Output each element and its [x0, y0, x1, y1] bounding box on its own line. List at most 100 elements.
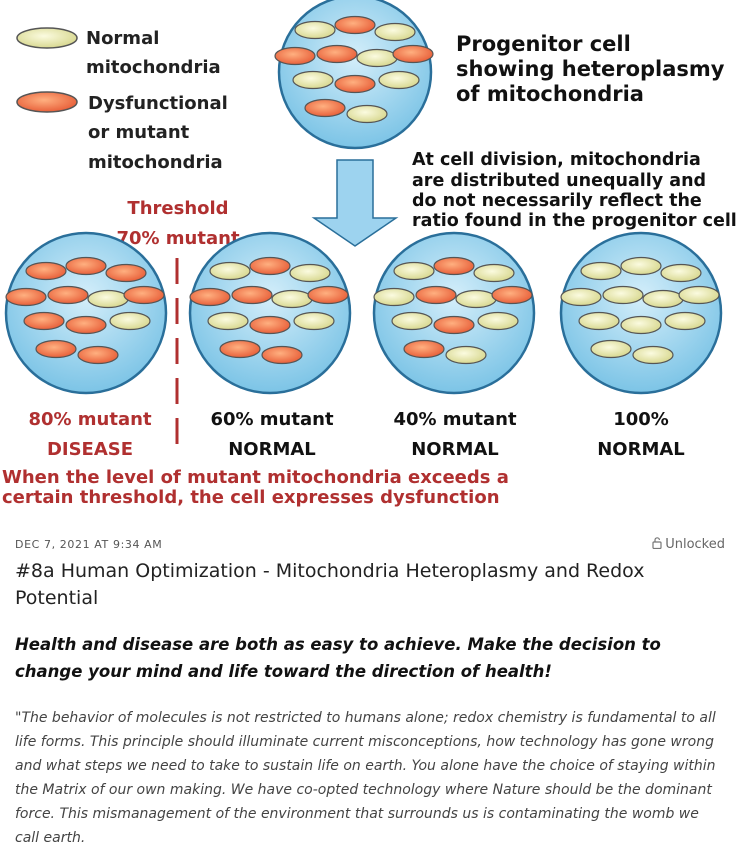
cell-4-normal-mitochondrion	[578, 311, 620, 331]
daughter-cell-2	[188, 231, 352, 395]
cell-1-mutant-mitochondrion	[5, 287, 47, 307]
cell-1-status: DISEASE	[47, 439, 133, 460]
cell-3-normal-mitochondrion	[477, 311, 519, 331]
progenitor-normal-mitochondrion	[356, 48, 398, 68]
progenitor-mutant-mitochondrion	[316, 44, 358, 64]
cell-2-normal-mitochondrion	[289, 263, 331, 283]
cell-2-mutant-mitochondrion	[261, 345, 303, 365]
division-text-4: ratio found in the progenitor cell	[412, 211, 737, 231]
cell-4-normal-mitochondrion	[590, 339, 632, 359]
cell-4-normal-mitochondrion	[660, 263, 702, 283]
cell-4-normal-mitochondrion	[620, 256, 662, 276]
legend: Normal mitochondria Dysfunctional or mut…	[16, 27, 228, 173]
post-meta: DEC 7, 2021 AT 9:34 AM Unlocked	[15, 537, 725, 552]
legend-normal-label: Normal	[86, 28, 159, 49]
cell-2-percent: 60% mutant	[210, 409, 333, 430]
cell-3-mutant-mitochondrion	[433, 315, 475, 335]
post-body-quote: "The behavior of molecules is not restri…	[15, 710, 716, 846]
progenitor-mutant-mitochondrion	[274, 46, 316, 66]
cell-1-normal-mitochondrion	[87, 289, 129, 309]
cell-2-normal-mitochondrion	[209, 261, 251, 281]
cell-1-mutant-mitochondrion	[77, 345, 119, 365]
conclusion-line-2: certain threshold, the cell expresses dy…	[2, 487, 500, 508]
cell-2-status: NORMAL	[228, 439, 316, 460]
cell-4-normal-mitochondrion	[664, 311, 706, 331]
unlock-icon	[652, 537, 662, 550]
division-text-1: At cell division, mitochondria	[412, 150, 701, 170]
progenitor-mutant-mitochondrion	[392, 44, 434, 64]
cell-3-normal-mitochondrion	[391, 311, 433, 331]
cell-2-mutant-mitochondrion	[249, 315, 291, 335]
cell-2-normal-mitochondrion	[293, 311, 335, 331]
cell-3-percent: 40% mutant	[393, 409, 516, 430]
daughter-cell-3	[372, 231, 536, 395]
cell-3-normal-mitochondrion	[445, 345, 487, 365]
cell-4-normal-mitochondrion	[678, 285, 720, 305]
progenitor-label-2: showing heteroplasmy	[456, 57, 725, 81]
progenitor-cell	[274, 0, 434, 150]
cell-2-mutant-mitochondrion	[219, 339, 261, 359]
threshold-value: 70% mutant	[116, 228, 239, 249]
cell-1-mutant-mitochondrion	[123, 285, 165, 305]
cell-4-status: NORMAL	[597, 439, 685, 460]
division-arrow-icon	[311, 159, 399, 247]
daughter-cell-4	[559, 231, 723, 395]
progenitor-normal-mitochondrion	[294, 20, 336, 40]
daughter-cell-1	[4, 231, 168, 395]
cell-1-mutant-mitochondrion	[23, 311, 65, 331]
post-title[interactable]: #8a Human Optimization - Mitochondria He…	[15, 560, 645, 609]
cell-1-percent: 80% mutant	[28, 409, 151, 430]
cell-1-mutant-mitochondrion	[25, 261, 67, 281]
cell-2-normal-mitochondrion	[271, 289, 313, 309]
cell-4-normal-mitochondrion	[632, 345, 674, 365]
progenitor-label-3: of mitochondria	[456, 82, 644, 106]
legend-normal-label-2: mitochondria	[86, 57, 221, 78]
post-date: DEC 7, 2021 AT 9:34 AM	[15, 538, 163, 551]
post-status: Unlocked	[652, 537, 725, 552]
division-text-3: do not necessarily reflect the	[412, 191, 702, 211]
conclusion-line-1: When the level of mutant mitochondria ex…	[2, 467, 509, 488]
cell-2-mutant-mitochondrion	[249, 256, 291, 276]
cell-2-mutant-mitochondrion	[231, 285, 273, 305]
progenitor-mutant-mitochondrion	[304, 98, 346, 118]
cell-4-normal-mitochondrion	[642, 289, 684, 309]
cell-3-normal-mitochondrion	[455, 289, 497, 309]
cell-2-mutant-mitochondrion	[307, 285, 349, 305]
cell-3-mutant-mitochondrion	[491, 285, 533, 305]
cell-1-mutant-mitochondrion	[65, 256, 107, 276]
cell-3-mutant-mitochondrion	[415, 285, 457, 305]
cell-1-mutant-mitochondrion	[35, 339, 77, 359]
cell-4-normal-mitochondrion	[580, 261, 622, 281]
legend-mutant-label-2: or mutant	[88, 122, 190, 143]
cell-4-normal-mitochondrion	[620, 315, 662, 335]
cell-2-normal-mitochondrion	[207, 311, 249, 331]
legend-normal-swatch	[16, 27, 78, 49]
cell-3-normal-mitochondrion	[473, 263, 515, 283]
division-text-2: are distributed unequally and	[412, 171, 706, 191]
cell-3-status: NORMAL	[411, 439, 499, 460]
progenitor-mutant-mitochondrion	[334, 74, 376, 94]
progenitor-normal-mitochondrion	[374, 22, 416, 42]
cell-4-normal-mitochondrion	[602, 285, 644, 305]
cell-1-mutant-mitochondrion	[105, 263, 147, 283]
cell-4-normal-mitochondrion	[560, 287, 602, 307]
legend-mutant-label-3: mitochondria	[88, 152, 223, 173]
cell-1-normal-mitochondrion	[109, 311, 151, 331]
cell-3-normal-mitochondrion	[373, 287, 415, 307]
cell-1-mutant-mitochondrion	[65, 315, 107, 335]
cell-1-mutant-mitochondrion	[47, 285, 89, 305]
cell-3-mutant-mitochondrion	[403, 339, 445, 359]
threshold-label: Threshold	[127, 198, 228, 219]
progenitor-mutant-mitochondrion	[334, 15, 376, 35]
post-subtitle: Health and disease are both as easy to a…	[15, 635, 661, 681]
post-status-label: Unlocked	[665, 537, 725, 552]
cell-3-normal-mitochondrion	[393, 261, 435, 281]
progenitor-normal-mitochondrion	[346, 104, 388, 124]
progenitor-normal-mitochondrion	[378, 70, 420, 90]
progenitor-label: Progenitor cell	[456, 32, 631, 56]
legend-mutant-label: Dysfunctional	[88, 93, 228, 114]
cell-4-percent: 100%	[613, 409, 669, 430]
legend-mutant-swatch	[16, 91, 78, 113]
cell-3-mutant-mitochondrion	[433, 256, 475, 276]
cell-2-mutant-mitochondrion	[189, 287, 231, 307]
